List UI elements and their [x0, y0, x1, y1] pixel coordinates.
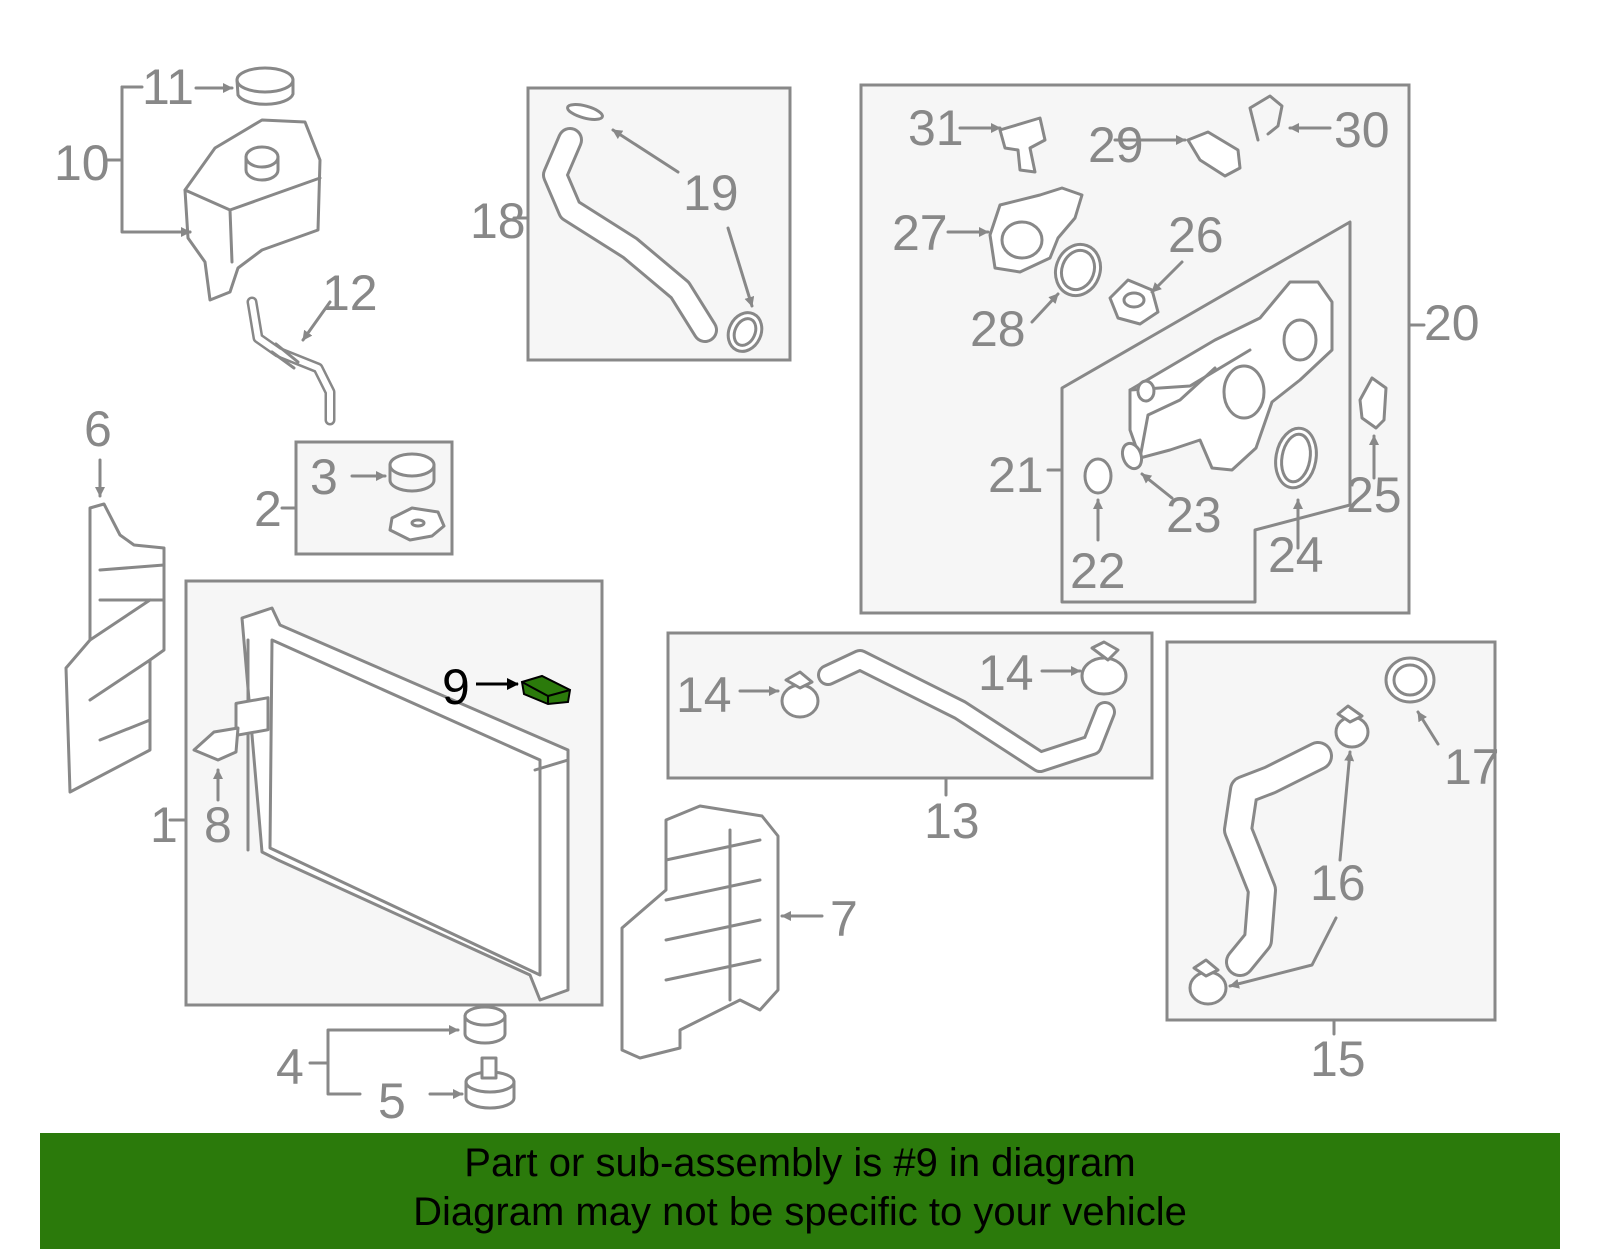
- thermostat-26: [1108, 260, 1184, 326]
- box-group-15: [1165, 640, 1497, 1022]
- label-24: 24: [1268, 527, 1324, 583]
- bracket-4-5: [308, 1025, 464, 1099]
- coolant-hose-13: [817, 649, 1116, 797]
- label-5: 5: [378, 1073, 406, 1129]
- label-28: 28: [970, 301, 1026, 357]
- bracket-20: [1046, 323, 1426, 472]
- bracket-8: [192, 726, 240, 802]
- cap-3: [350, 452, 436, 493]
- label-8: 8: [204, 797, 232, 853]
- gasket-28: [1030, 242, 1103, 324]
- label-16: 16: [1310, 855, 1366, 911]
- radiator-1: [168, 606, 570, 1002]
- clip-30: [1248, 94, 1332, 142]
- highlighted-part-9: [476, 674, 572, 706]
- bracket-10: [106, 83, 234, 237]
- bracket-31: [958, 116, 1047, 174]
- label-19: 19: [683, 165, 739, 221]
- banner-line-2: Diagram may not be specific to your vehi…: [413, 1190, 1187, 1234]
- label-14b: 14: [978, 645, 1034, 701]
- label-1: 1: [150, 797, 178, 853]
- label-10: 10: [54, 135, 110, 191]
- overflow-hose: [246, 296, 336, 426]
- air-guard-7: [620, 804, 824, 1060]
- thermostat-housing-21: [1128, 280, 1334, 472]
- sensor-29: [1113, 130, 1242, 178]
- coolant-hose-15: [1223, 741, 1336, 1036]
- label-25: 25: [1346, 467, 1402, 523]
- o-ring-23: [1120, 441, 1174, 500]
- label-3: 3: [310, 449, 338, 505]
- label-4: 4: [276, 1039, 304, 1095]
- label-21: 21: [988, 447, 1044, 503]
- label-6: 6: [84, 401, 112, 457]
- hose-clamp-16a: [1334, 704, 1370, 749]
- gasket-24: [1274, 426, 1318, 550]
- label-7: 7: [830, 891, 858, 947]
- label-22: 22: [1070, 543, 1126, 599]
- mount-bracket-2: [280, 506, 446, 542]
- banner-line-1: Part or sub-assembly is #9 in diagram: [464, 1141, 1136, 1185]
- hose-clamp-14a: [738, 670, 820, 719]
- air-guard-6: [64, 458, 166, 794]
- cap-4: [463, 1005, 507, 1045]
- label-13: 13: [924, 793, 980, 849]
- coolant-hose-18: [512, 103, 764, 353]
- hose-clamp-16b: [1188, 958, 1228, 1006]
- label-2: 2: [254, 481, 282, 537]
- water-outlet-27: [946, 186, 1084, 274]
- label-20: 20: [1424, 295, 1480, 351]
- label-11: 11: [142, 59, 194, 115]
- label-12: 12: [322, 265, 378, 321]
- reservoir-cap: [235, 66, 295, 106]
- connector-17: [1384, 656, 1440, 746]
- hose-clamp-14b: [1040, 640, 1128, 696]
- label-30: 30: [1334, 102, 1390, 158]
- label-27: 27: [892, 205, 948, 261]
- info-banner: Part or sub-assembly is #9 in diagram Di…: [40, 1133, 1560, 1249]
- plug-22: [1083, 457, 1113, 542]
- reservoir-tank: [183, 118, 322, 302]
- label-31: 31: [908, 100, 964, 156]
- label-14a: 14: [676, 667, 732, 723]
- label-9: 9: [442, 659, 470, 715]
- label-26: 26: [1168, 207, 1224, 263]
- label-15: 15: [1310, 1031, 1366, 1087]
- label-17: 17: [1444, 739, 1500, 795]
- label-23: 23: [1166, 487, 1222, 543]
- label-29: 29: [1088, 117, 1144, 173]
- gasket-25: [1358, 376, 1388, 480]
- bracket-16: [1228, 750, 1355, 989]
- label-18: 18: [470, 193, 526, 249]
- cap-5: [464, 1056, 516, 1110]
